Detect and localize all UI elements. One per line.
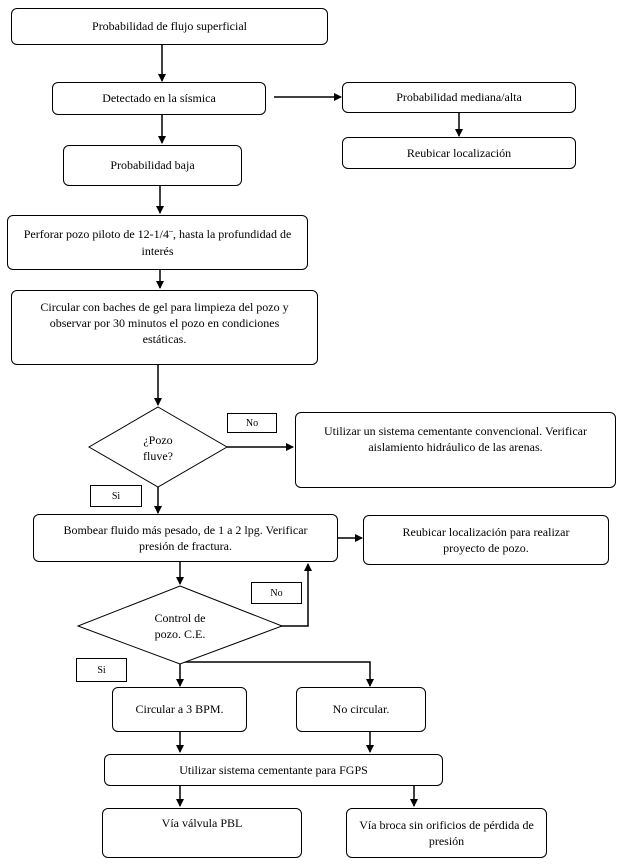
node-no-circular: No circular. — [296, 687, 426, 732]
node-probabilidad-mediana-alta: Probabilidad mediana/alta — [342, 82, 576, 113]
node-reubicar-proyecto: Reubicar localización para realizar proy… — [363, 515, 609, 565]
decision-pozo-fluye-text: ¿Pozo fluve? — [143, 433, 173, 464]
node-reubicar-localizacion: Reubicar localización — [342, 137, 576, 169]
node-circular-baches: Circular con baches de gel para limpieza… — [11, 290, 318, 365]
node-probabilidad-flujo: Probabilidad de flujo superficial — [11, 8, 328, 45]
node-bombear-fluido: Bombear fluido más pesado, de 1 a 2 lpg.… — [33, 514, 338, 562]
label-no-2: No — [251, 582, 302, 604]
node-via-valvula-pbl: Vía válvula PBL — [102, 808, 302, 858]
label-si-1: Si — [90, 485, 142, 507]
node-sistema-convencional: Utilizar un sistema cementante convencio… — [295, 412, 616, 488]
node-perforar-pozo-piloto: Perforar pozo piloto de 12-1/4¨, hasta l… — [7, 215, 308, 270]
node-circular-3bpm: Circular a 3 BPM. — [112, 687, 247, 732]
node-detectado-sismica: Detectado en la sísmica — [52, 82, 266, 115]
node-sistema-fgps: Utilizar sistema cementante para FGPS — [104, 754, 443, 786]
label-si-2: Si — [76, 658, 127, 682]
node-via-broca: Vía broca sin orificios de pérdida de pr… — [346, 808, 547, 858]
decision-diamond-control-pozo — [76, 585, 284, 665]
label-no-1: No — [227, 413, 277, 433]
node-probabilidad-baja: Probabilidad baja — [63, 145, 242, 186]
decision-control-pozo-text: Control de pozo. C.E. — [154, 611, 206, 642]
decision-diamond-pozo-fluye — [88, 406, 228, 488]
